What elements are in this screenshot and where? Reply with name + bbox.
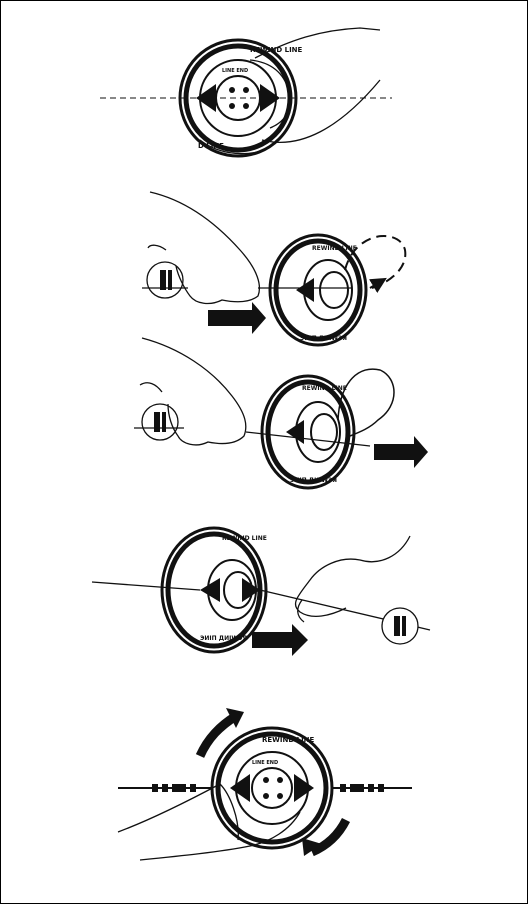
step-3-pull-through: REWIND LINE ЭИIП ДИIWЭЯ	[134, 338, 428, 488]
spool-head-4: REWIND LINE ЭИIП ДИIWЭЯ	[162, 528, 267, 652]
rewind-line-inverted-3: ЭИIП ДИIWЭЯ	[290, 477, 337, 484]
line-end-label-5: LINE END	[252, 760, 278, 766]
rewind-line-inverted-2: ЭИIП ДИIWЭЯ	[300, 335, 347, 342]
rewind-line-label-3: REWIND LINE	[302, 385, 347, 392]
d-line-label: D LINE	[198, 142, 224, 150]
spool-head-5: REWIND LINE LINE END	[212, 728, 332, 848]
arrow-right-icon	[374, 436, 428, 468]
arrow-right-icon	[252, 624, 308, 656]
rewind-line-label-4: REWIND LINE	[222, 535, 267, 542]
step-4-tension-line: REWIND LINE ЭИIП ДИIWЭЯ	[92, 528, 430, 656]
step-2-insert-line: REWIND LINE ЭИIП ДИIWЭЯ	[142, 192, 405, 345]
step-5-rewind-line: REWIND LINE LINE END	[118, 708, 412, 860]
spool-head-3: REWIND LINE ЭИIП ДИIWЭЯ	[262, 376, 354, 488]
rewind-line-inverted-4: ЭИIП ДИIWЭЯ	[200, 635, 247, 642]
rewind-line-label-2: REWIND LINE	[312, 245, 357, 252]
step-1-hold-spool: REWIND LINE D LINE LINE END	[100, 28, 392, 156]
arrow-right-icon	[208, 302, 266, 334]
rewind-line-label-5: REWIND LINE	[262, 736, 315, 744]
spool-head-2: REWIND LINE ЭИIП ДИIWЭЯ	[270, 235, 366, 345]
line-hole-icon	[382, 608, 418, 644]
line-end-label-1: LINE END	[222, 68, 248, 74]
